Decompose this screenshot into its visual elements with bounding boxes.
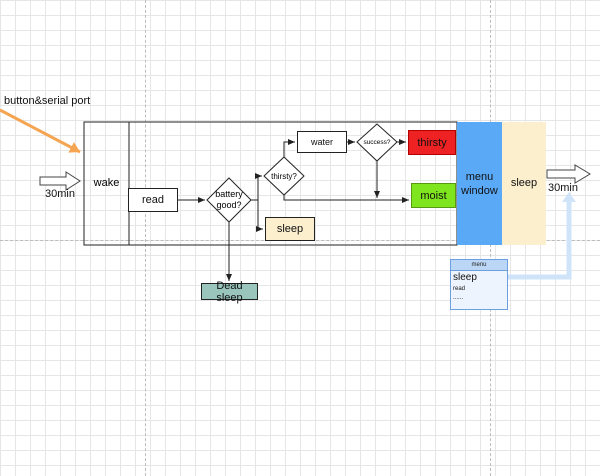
menu-popup-title: menu [471,262,487,268]
sleep-node-small: sleep [265,217,315,241]
battery-decision-label: battery good? [215,189,243,210]
menu-link-arrow [508,200,572,280]
edge-thirsty-water [283,139,295,157]
menu-item-sleep[interactable]: sleep [453,272,477,283]
moist-node: moist [411,183,456,208]
output-arrow [546,164,591,184]
success-decision-label: success? [363,138,391,146]
edge-battery-sleep [256,200,263,232]
input-interval-label: 30min [45,188,75,200]
menu-popup-titlebar: menu [451,260,507,271]
source-arrow [0,108,81,154]
input-arrow [39,171,81,191]
menu-popup[interactable]: menu sleep read ...... [450,259,508,310]
menu-link-arrowhead [562,192,576,202]
source-label: button&serial port [4,95,91,107]
sleep-node-large: sleep [502,122,546,245]
thirsty-node: thirsty [408,130,456,155]
water-node: water [297,131,347,153]
edge-battery-thirsty [251,173,262,201]
thirsty-decision-label: thirsty? [271,171,297,181]
menu-item-read[interactable]: read [453,286,466,292]
wake-label: wake [93,177,120,189]
output-interval-label: 30min [548,182,578,194]
edge-thirsty-moist [283,195,409,203]
vertical-guide-line-left [145,0,146,476]
read-node: read [128,188,178,212]
menu-item-more[interactable]: ...... [453,295,464,301]
menu-window-node: menu window [457,122,502,245]
dead-sleep-node: Dead sleep [201,280,258,304]
